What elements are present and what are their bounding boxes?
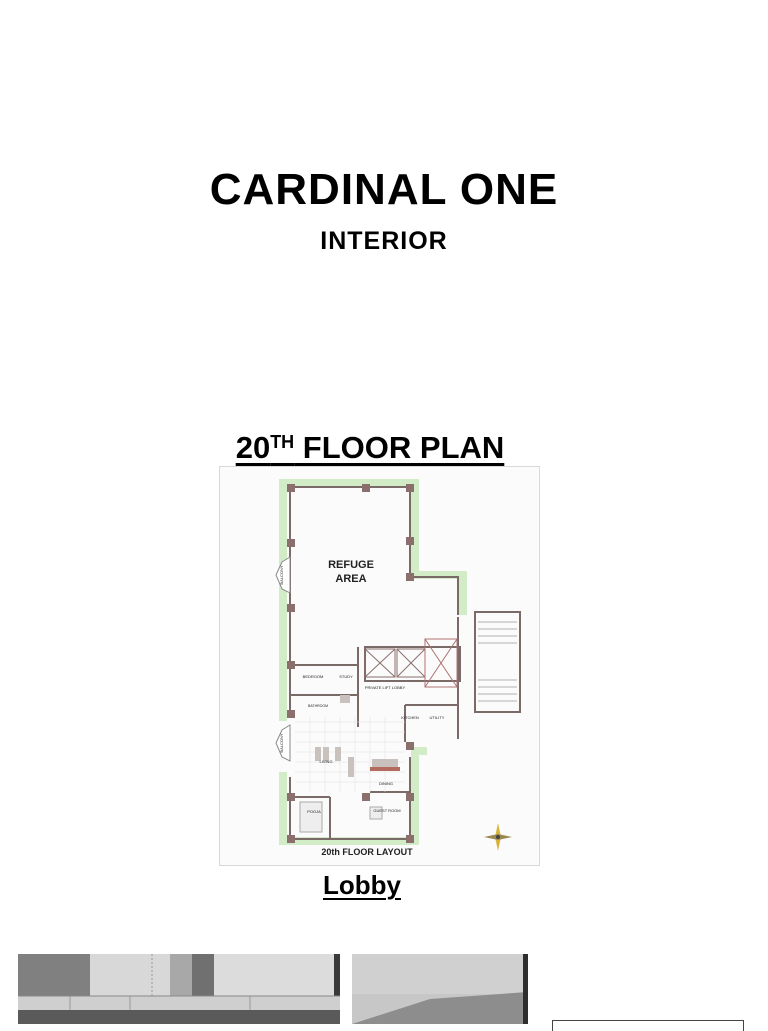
floor-plan-drawing: REFUGE AREA BEDROOM STUDY PRIVATE LIFT L… [275, 479, 521, 857]
terrace-outline [279, 479, 467, 845]
room-label-dining: DINING [379, 781, 393, 786]
room-label-bathroom: BATHROOM [308, 704, 328, 708]
floor-number-suffix: TH [270, 432, 295, 452]
lift-shafts [364, 638, 458, 688]
room-label-guest-room: GUEST ROOM [373, 808, 400, 813]
room-label-bedroom: BEDROOM [303, 674, 324, 679]
balcony-bays [275, 556, 291, 762]
staircase [478, 621, 517, 702]
floor-layout-caption: 20th FLOOR LAYOUT [321, 847, 413, 857]
room-label-balcony-upper: BALCONY [279, 565, 284, 584]
lobby-heading: Lobby [323, 870, 401, 900]
image-frame-edge [552, 1020, 744, 1031]
furniture [299, 695, 400, 833]
room-label-living: LIVING [319, 759, 332, 764]
floor-plan-image: REFUGE AREA BEDROOM STUDY PRIVATE LIFT L… [219, 466, 540, 866]
room-label-area: AREA [335, 573, 366, 585]
columns [287, 484, 414, 843]
room-label-balcony-lower: BALCONY [279, 733, 284, 752]
lobby-photo [10, 954, 530, 1024]
north-arrow-icon [484, 823, 512, 851]
room-label-utility: UTILITY [430, 715, 445, 720]
lobby-render-image [10, 954, 530, 1024]
floor-number: 20 [235, 430, 271, 465]
floor-grid [295, 717, 405, 792]
outer-walls [289, 486, 521, 840]
floor-plan-heading-text: FLOOR PLAN [294, 430, 505, 465]
document-title: CARDINAL ONE [209, 165, 559, 214]
room-label-study: STUDY [339, 674, 353, 679]
room-label-lift-lobby: PRIVATE LIFT LOBBY [365, 685, 406, 690]
room-label-kitchen: KITCHEN [401, 715, 419, 720]
floor-plan-heading: 20TH FLOOR PLAN [0, 430, 740, 466]
document-subtitle: INTERIOR [320, 227, 448, 255]
room-label-pooja: POOJA [307, 809, 321, 814]
room-label-refuge: REFUGE [328, 559, 374, 571]
